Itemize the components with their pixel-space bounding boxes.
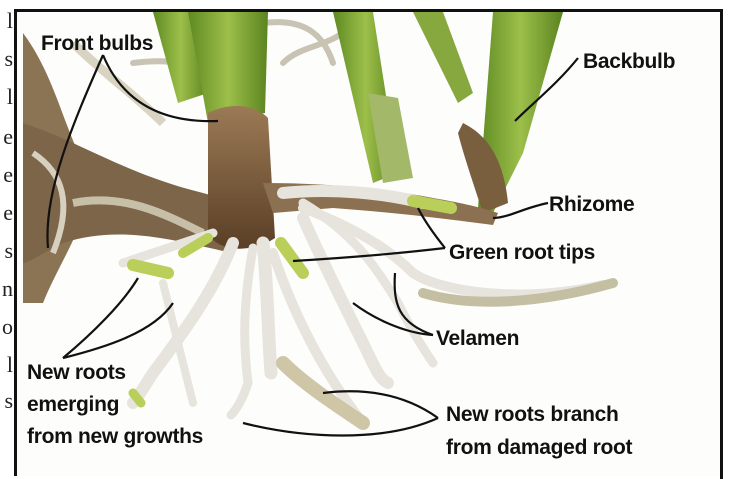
stem-middle [333,12,413,183]
stem-right-thin [413,12,473,103]
label-backbulb: Backbulb [583,49,675,74]
frame-right-border [720,9,723,479]
cropped-page-text-margin: l s l e e e s n o l s [0,0,14,479]
label-green-root-tips: Green root tips [449,240,595,265]
margin-letter: l [7,86,13,108]
label-new-roots-emerging-line1: New roots [27,360,126,385]
label-rhizome: Rhizome [549,192,634,217]
label-new-roots-emerging-line3: from new growths [27,424,203,449]
margin-letter: s [4,48,13,70]
margin-letter: e [3,164,13,186]
margin-letter: o [2,316,13,338]
margin-letter: n [2,278,13,300]
backbulb-stem [458,12,563,213]
margin-letter: s [4,390,13,412]
label-front-bulbs: Front bulbs [41,31,153,56]
orchid-photo-figure: Front bulbs Backbulb Rhizome Green root … [14,9,723,476]
margin-letter: s [4,240,13,262]
margin-letter: l [7,354,13,376]
label-new-roots-branch-line2: from damaged root [446,435,632,460]
margin-letter: l [7,10,13,32]
label-new-roots-emerging-line2: emerging [27,392,119,417]
margin-letter: e [3,202,13,224]
margin-letter: e [3,126,13,148]
label-new-roots-branch-line1: New roots branch [446,402,619,427]
label-velamen: Velamen [436,326,519,351]
